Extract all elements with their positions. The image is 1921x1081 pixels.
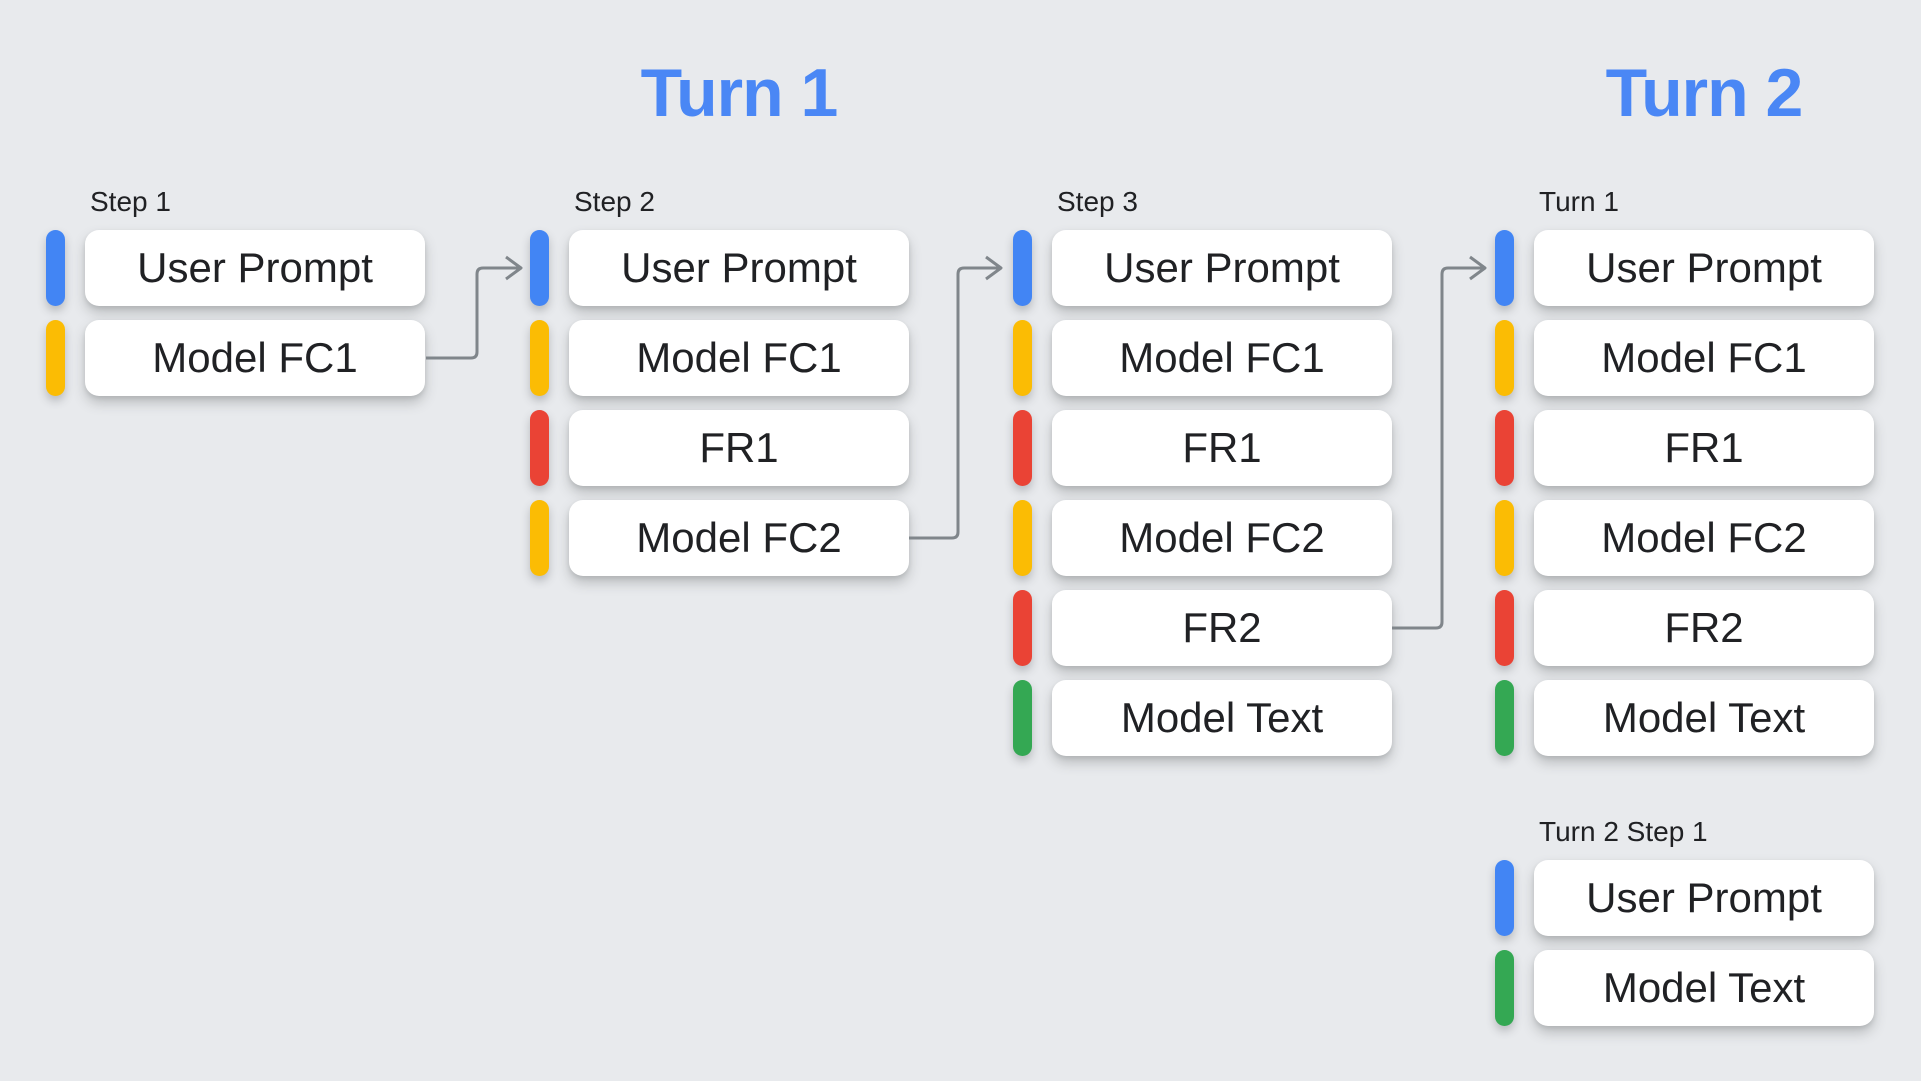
card-model-text: Model Text [1052, 680, 1392, 756]
card-color-bar [1495, 410, 1514, 486]
card-row: Model FC2 [1495, 500, 1874, 576]
arrow-step2-to-step3 [909, 255, 1003, 540]
card-color-bar [1495, 680, 1514, 756]
column-step-1: Step 1 User Prompt Model FC1 [46, 186, 425, 410]
card-row: Model FC2 [530, 500, 909, 576]
card-row: FR2 [1495, 590, 1874, 666]
card-row: User Prompt [1495, 860, 1874, 936]
card-model-fc2: Model FC2 [1534, 500, 1874, 576]
column-label: Turn 2 Step 1 [1539, 816, 1708, 847]
card-row: Model FC1 [1013, 320, 1392, 396]
card-model-text: Model Text [1534, 950, 1874, 1026]
card-color-bar [1013, 320, 1032, 396]
card-model-fc2: Model FC2 [569, 500, 909, 576]
card-model-text: Model Text [1534, 680, 1874, 756]
card-model-fc1: Model FC1 [85, 320, 425, 396]
card-user-prompt: User Prompt [569, 230, 909, 306]
turn-1-heading: Turn 1 [640, 55, 839, 131]
card-row: User Prompt [46, 230, 425, 306]
card-user-prompt: User Prompt [85, 230, 425, 306]
card-color-bar [1013, 410, 1032, 486]
card-row: Model FC1 [530, 320, 909, 396]
column-label: Step 1 [90, 186, 171, 217]
card-color-bar [1495, 320, 1514, 396]
card-color-bar [1013, 590, 1032, 666]
card-row: User Prompt [1495, 230, 1874, 306]
turn-2-heading: Turn 2 [1605, 55, 1804, 131]
card-fr2: FR2 [1052, 590, 1392, 666]
card-row: FR1 [1013, 410, 1392, 486]
card-row: Model FC1 [1495, 320, 1874, 396]
column-step-3: Step 3 User Prompt Model FC1 FR1 Model F… [1013, 186, 1392, 770]
card-row: Model FC1 [46, 320, 425, 396]
card-user-prompt: User Prompt [1534, 230, 1874, 306]
card-model-fc2: Model FC2 [1052, 500, 1392, 576]
card-row: Model Text [1013, 680, 1392, 756]
card-color-bar [530, 500, 549, 576]
arrow-step3-to-turn1 [1392, 255, 1487, 630]
card-fr1: FR1 [569, 410, 909, 486]
column-step-2: Step 2 User Prompt Model FC1 FR1 Model F… [530, 186, 909, 590]
card-fr1: FR1 [1052, 410, 1392, 486]
column-label: Step 3 [1057, 186, 1138, 217]
column-turn-2-step-1: Turn 2 Step 1 User Prompt Model Text [1495, 816, 1874, 1040]
card-color-bar [1495, 860, 1514, 936]
card-model-fc1: Model FC1 [569, 320, 909, 396]
card-color-bar [1495, 950, 1514, 1026]
card-color-bar [530, 410, 549, 486]
card-row: FR2 [1013, 590, 1392, 666]
card-color-bar [530, 320, 549, 396]
card-user-prompt: User Prompt [1534, 860, 1874, 936]
card-user-prompt: User Prompt [1052, 230, 1392, 306]
card-row: User Prompt [530, 230, 909, 306]
card-row: FR1 [530, 410, 909, 486]
column-turn-1: Turn 1 User Prompt Model FC1 FR1 Model F… [1495, 186, 1874, 770]
card-color-bar [46, 230, 65, 306]
card-fr1: FR1 [1534, 410, 1874, 486]
card-color-bar [1495, 590, 1514, 666]
card-color-bar [1495, 500, 1514, 576]
card-color-bar [46, 320, 65, 396]
card-row: Model Text [1495, 680, 1874, 756]
arrow-step1-to-step2 [426, 255, 523, 360]
column-label: Turn 1 [1539, 186, 1619, 217]
card-model-fc1: Model FC1 [1052, 320, 1392, 396]
card-color-bar [1495, 230, 1514, 306]
card-color-bar [530, 230, 549, 306]
column-label: Step 2 [574, 186, 655, 217]
card-row: FR1 [1495, 410, 1874, 486]
card-model-fc1: Model FC1 [1534, 320, 1874, 396]
card-row: Model FC2 [1013, 500, 1392, 576]
card-fr2: FR2 [1534, 590, 1874, 666]
card-color-bar [1013, 500, 1032, 576]
card-row: User Prompt [1013, 230, 1392, 306]
card-color-bar [1013, 680, 1032, 756]
card-row: Model Text [1495, 950, 1874, 1026]
card-color-bar [1013, 230, 1032, 306]
